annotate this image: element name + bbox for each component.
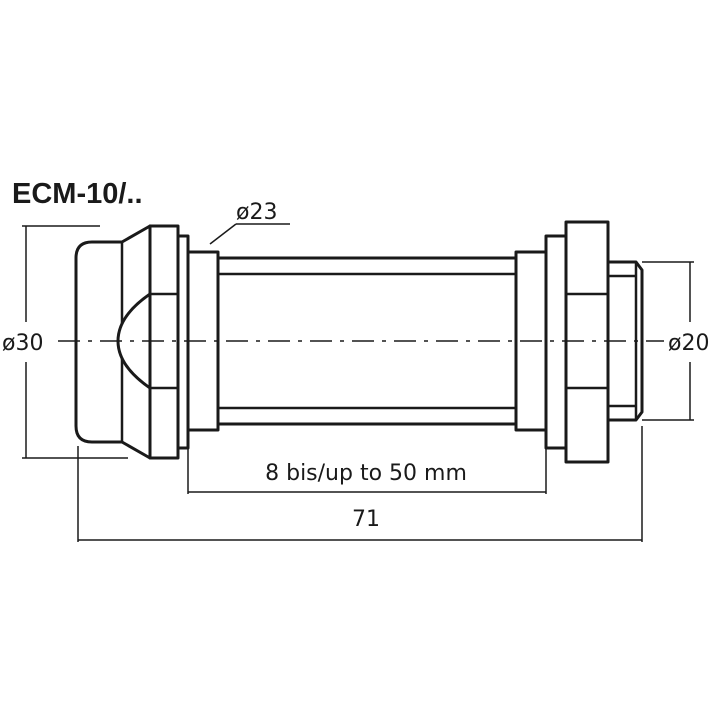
- dim-overall-length: [77, 426, 643, 542]
- dim-tube-length: [187, 430, 547, 494]
- left-hex-nut: [148, 224, 180, 460]
- tube-length-label: 8 bis/up to 50 mm: [265, 461, 467, 486]
- left-diameter-label: ø30: [2, 331, 43, 356]
- tube-diameter-label: ø23: [236, 200, 277, 225]
- front-cap: [74, 224, 152, 460]
- right-diameter-label: ø20: [668, 331, 709, 356]
- overall-length-label: 71: [352, 507, 380, 532]
- right-washer: [544, 234, 568, 450]
- model-title: ECM-10/..: [12, 178, 143, 210]
- right-hex-nut: [564, 220, 610, 464]
- dim-tube-diameter: [209, 223, 290, 245]
- dim-right-diameter: [642, 261, 694, 421]
- connector-body: [74, 220, 644, 464]
- dim-left-diameter: [22, 225, 128, 459]
